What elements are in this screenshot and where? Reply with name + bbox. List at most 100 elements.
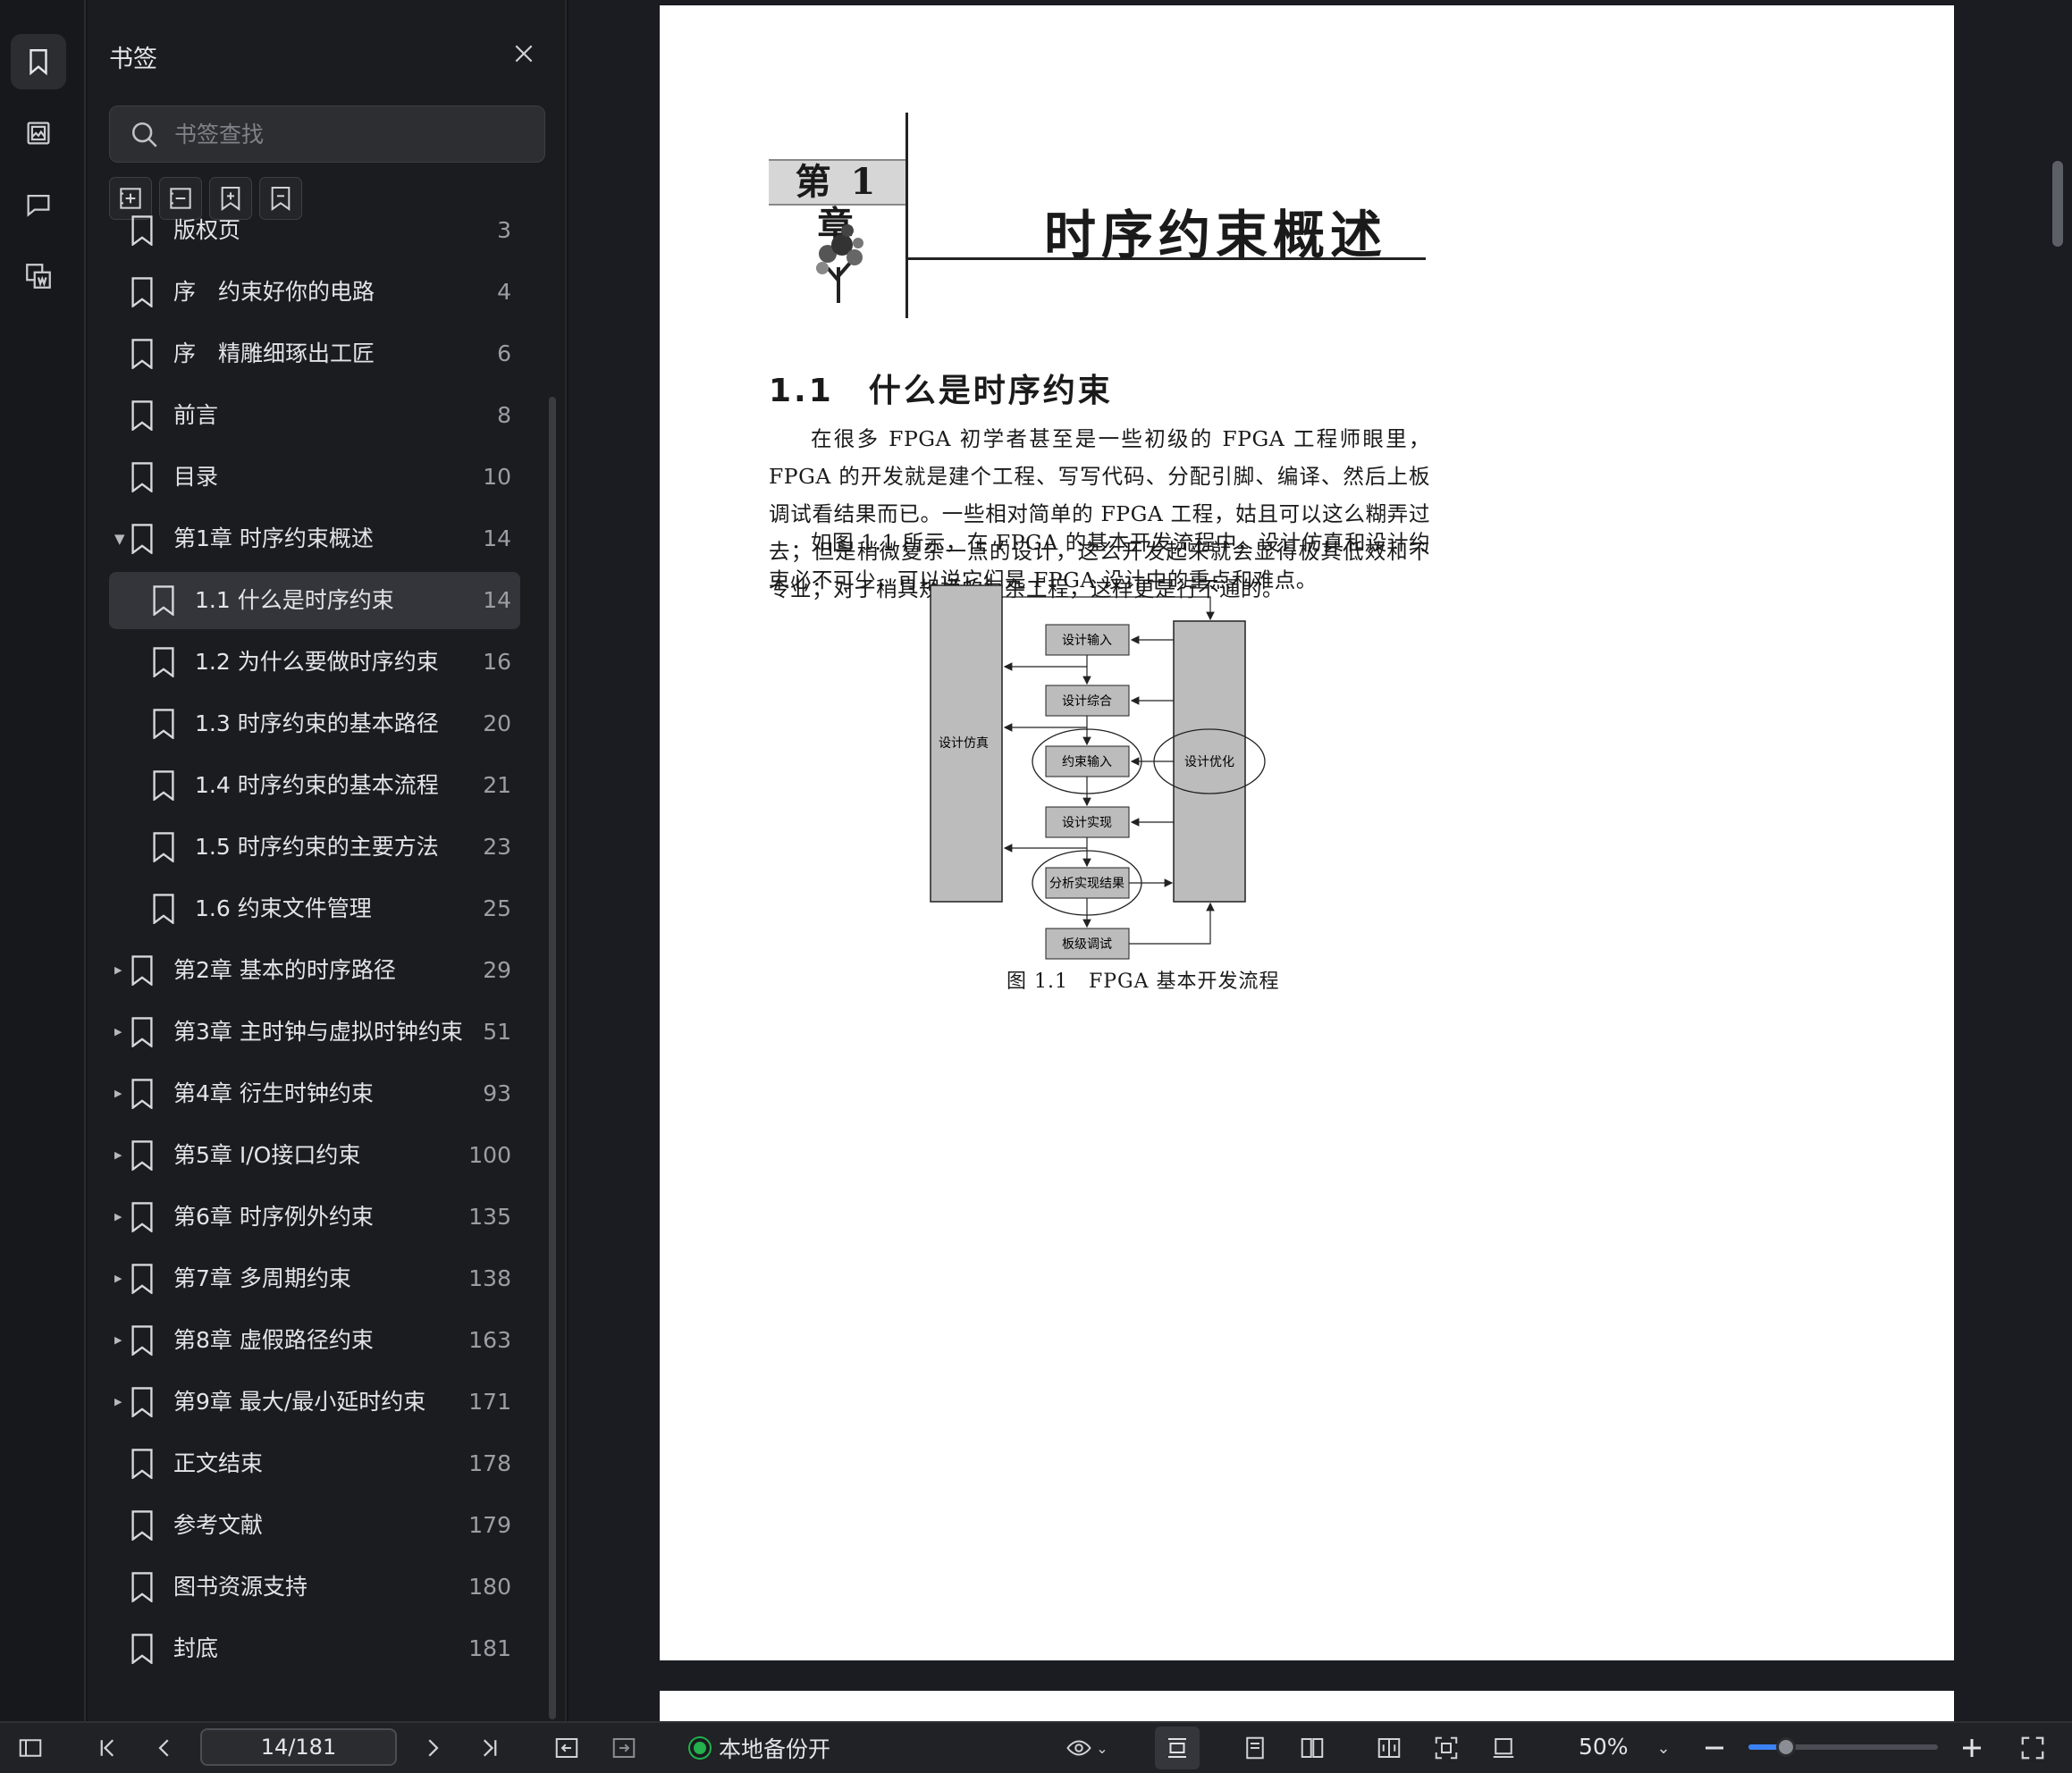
chevron-down-icon[interactable]: ▼ (114, 531, 125, 547)
chevron-right-icon[interactable]: ▶ (114, 1026, 122, 1038)
bookmark-icon (131, 1387, 153, 1417)
chevron-right-icon[interactable]: ▶ (114, 1396, 122, 1407)
bookmark-page-number: 14 (483, 587, 511, 613)
bookmark-icon (131, 1634, 153, 1664)
backup-status[interactable]: 本地备份开 (690, 1730, 830, 1766)
panel-scrollbar[interactable] (549, 397, 556, 1719)
zoom-in-button[interactable] (1954, 1727, 1990, 1769)
page-number-input[interactable]: 14/181 (200, 1728, 397, 1766)
plus-icon (1963, 1739, 1981, 1757)
next-page-button[interactable] (415, 1727, 451, 1769)
zoom-level[interactable]: 50% (1579, 1734, 1629, 1760)
fit-page-button[interactable] (1427, 1727, 1466, 1769)
first-page-icon (100, 1739, 114, 1757)
close-panel-button[interactable] (508, 38, 540, 70)
bookmark-page-number: 16 (483, 649, 511, 675)
bookmark-label: 1.3 时序约束的基本路径 (195, 710, 439, 736)
double-page-button[interactable] (1293, 1727, 1332, 1769)
thumbnail-tab-button[interactable] (11, 105, 66, 161)
paragraph: 在很多 FPGA 初学者甚至是一些初级的 FPGA 工程师眼里，FPGA 的开发… (769, 426, 1430, 601)
back-button[interactable] (549, 1727, 585, 1769)
fit-page-icon (1435, 1736, 1458, 1760)
search-icon (131, 122, 157, 147)
single-page-icon (1246, 1736, 1264, 1760)
first-page-button[interactable] (89, 1727, 125, 1769)
bookmark-icon (131, 277, 153, 307)
remove-bookmark-button[interactable] (259, 177, 302, 220)
zoom-dropdown[interactable]: ⌄ (1650, 1727, 1677, 1769)
search-input[interactable] (174, 106, 532, 162)
annotation-tab-button[interactable] (11, 177, 66, 232)
eye-care-button[interactable]: ⌄ (1060, 1727, 1114, 1769)
backup-indicator (690, 1738, 710, 1758)
expand-all-icon (120, 188, 141, 209)
chevron-right-icon[interactable]: ▶ (114, 964, 122, 976)
document-scrollbar[interactable] (2052, 161, 2063, 247)
fit-width-button[interactable] (1155, 1727, 1200, 1769)
expand-all-button[interactable] (109, 177, 152, 220)
translate-tab-button[interactable] (11, 248, 66, 304)
add-bookmark-button[interactable] (209, 177, 252, 220)
fullscreen-button[interactable] (2015, 1727, 2051, 1769)
bookmark-label: 序 精雕细琢出工匠 (173, 340, 375, 366)
bookmark-outline-icon (271, 187, 291, 211)
chevron-right-icon[interactable]: ▶ (114, 1149, 122, 1161)
bookmark-label: 第7章 多周期约束 (173, 1265, 351, 1291)
book-mode-button[interactable] (1369, 1727, 1409, 1769)
chevron-right-icon[interactable]: ▶ (114, 1273, 122, 1284)
backup-label: 本地备份开 (719, 1736, 831, 1762)
image-icon (27, 122, 50, 145)
add-bookmark-icon (221, 187, 240, 211)
bookmark-icon (131, 215, 153, 246)
zoom-slider[interactable] (1748, 1737, 1938, 1757)
zoom-out-button[interactable] (1697, 1727, 1732, 1769)
single-page-button[interactable] (1235, 1727, 1275, 1769)
previous-page-button[interactable] (147, 1727, 182, 1769)
bookmark-icon (153, 647, 174, 677)
chevron-right-icon[interactable]: ▶ (114, 1088, 122, 1099)
actual-size-button[interactable] (1484, 1727, 1523, 1769)
bookmark-label: 1.5 时序约束的主要方法 (195, 834, 439, 860)
bookmark-icon (131, 1017, 153, 1047)
last-page-button[interactable] (472, 1727, 508, 1769)
bookmark-page-number: 8 (497, 402, 511, 428)
collapse-all-button[interactable] (159, 177, 202, 220)
chevron-right-icon[interactable]: ▶ (114, 1334, 122, 1346)
figure-caption: 图 1.1 FPGA 基本开发流程 (1007, 971, 1280, 993)
chevron-right-icon[interactable]: ▶ (114, 1211, 122, 1223)
bookmark-tab-button[interactable] (11, 34, 66, 89)
bookmark-icon (153, 894, 174, 924)
bookmark-label: 参考文献 (173, 1512, 264, 1538)
last-page-icon (483, 1739, 497, 1757)
zoom-slider-handle[interactable] (1776, 1737, 1797, 1757)
bookmark-icon (153, 770, 174, 801)
bookmark-page-number: 29 (483, 957, 511, 983)
forward-button[interactable] (606, 1727, 642, 1769)
toggle-sidebar-button[interactable] (13, 1727, 48, 1769)
